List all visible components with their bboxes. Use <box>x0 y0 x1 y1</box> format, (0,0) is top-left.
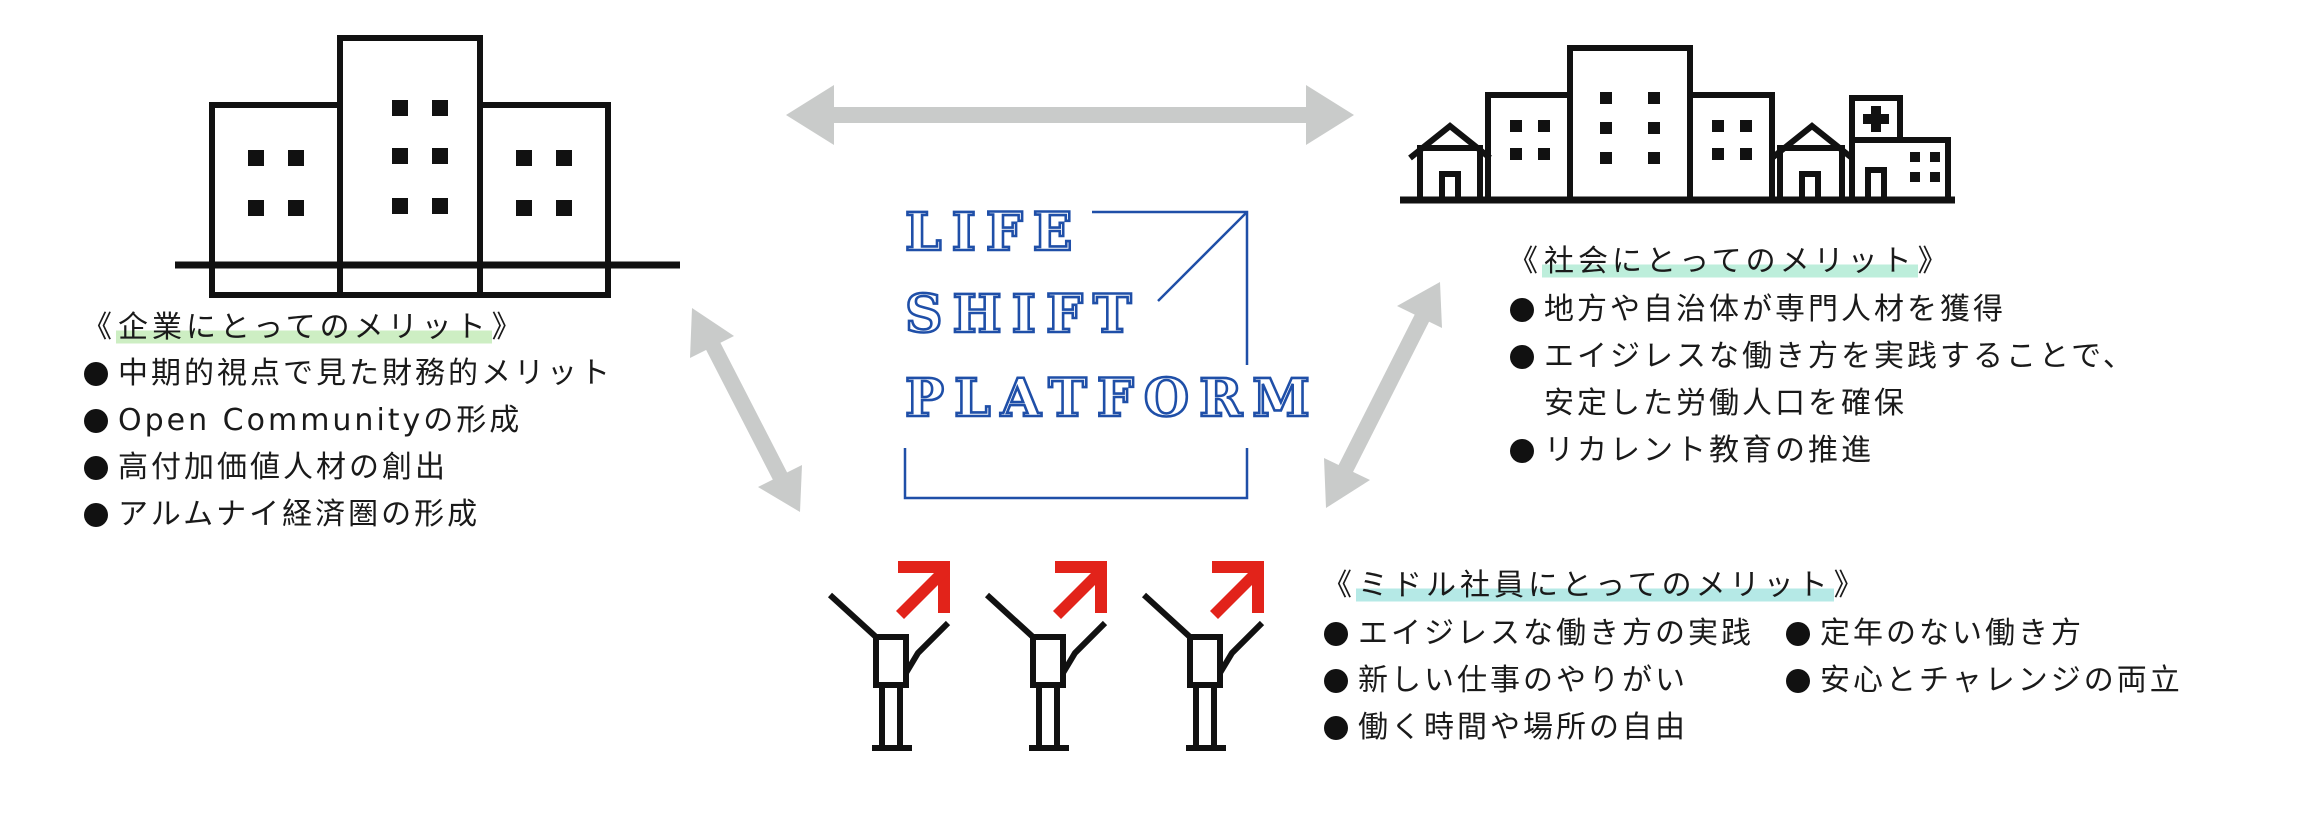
company-merits: 《企業にとってのメリット》 中期的視点で見た財務的メリット Open Commu… <box>82 306 613 538</box>
society-heading-text: 社会にとってのメリット <box>1542 244 1918 279</box>
employee-merit-list-left: エイジレスな働き方の実践 新しい仕事のやりがい 働く時間や場所の自由 <box>1322 610 1754 751</box>
arrow-company-employees <box>690 308 802 512</box>
heading-close-bracket: 》 <box>1917 244 1952 279</box>
logo-line-shift: SHIFT <box>905 284 1142 345</box>
employees-rising-arrow-icon <box>827 561 1265 751</box>
employee-merits: 《ミドル社員にとってのメリット》 エイジレスな働き方の実践 新しい仕事のやりがい… <box>1322 564 2183 751</box>
town-buildings-icon <box>1400 45 1955 204</box>
list-item: 中期的視点で見た財務的メリット <box>82 350 613 397</box>
list-item: アルムナイ経済圏の形成 <box>82 491 613 538</box>
list-item: エイジレスな働き方を実践することで、 <box>1508 333 2136 380</box>
list-item: 働く時間や場所の自由 <box>1322 704 1754 751</box>
arrow-company-society <box>786 85 1354 145</box>
list-item: エイジレスな働き方の実践 <box>1322 610 1754 657</box>
logo-line-platform: PLATFORM <box>905 368 1320 429</box>
employee-figure <box>827 561 951 751</box>
society-merit-list: 地方や自治体が専門人材を獲得 エイジレスな働き方を実践することで、 安定した労働… <box>1508 286 2136 474</box>
company-heading: 《企業にとってのメリット》 <box>82 306 613 350</box>
heading-open-bracket: 《 <box>1508 244 1542 279</box>
employee-heading-text: ミドル社員にとってのメリット <box>1356 568 1834 603</box>
list-item: 地方や自治体が専門人材を獲得 <box>1508 286 2136 333</box>
heading-open-bracket: 《 <box>1322 568 1356 603</box>
employee-figure <box>984 561 1108 751</box>
employee-figure <box>1141 561 1265 751</box>
list-item: 高付加価値人材の創出 <box>82 444 613 491</box>
list-item: リカレント教育の推進 <box>1508 427 2136 474</box>
society-merits: 《社会にとってのメリット》 地方や自治体が専門人材を獲得 エイジレスな働き方を実… <box>1508 240 2136 474</box>
heading-close-bracket: 》 <box>1833 568 1868 603</box>
society-heading: 《社会にとってのメリット》 <box>1508 240 2136 284</box>
heading-open-bracket: 《 <box>82 310 116 345</box>
employee-heading: 《ミドル社員にとってのメリット》 <box>1322 564 2183 608</box>
company-merit-list: 中期的視点で見た財務的メリット Open Communityの形成 高付加価値人… <box>82 350 613 538</box>
list-item: 定年のない働き方 <box>1784 610 2183 657</box>
heading-close-bracket: 》 <box>491 310 526 345</box>
logo-line-life: LIFE <box>905 202 1082 263</box>
employee-merit-list-right: 定年のない働き方 安心とチャレンジの両立 <box>1784 610 2183 751</box>
list-item: 安心とチャレンジの両立 <box>1784 657 2183 704</box>
list-item-continuation: 安定した労働人口を確保 <box>1544 386 1907 421</box>
arrow-society-employees <box>1324 282 1442 508</box>
company-heading-text: 企業にとってのメリット <box>116 310 492 345</box>
list-item: 新しい仕事のやりがい <box>1322 657 1754 704</box>
office-buildings-icon <box>175 35 680 298</box>
life-shift-platform-logo: LIFE SHIFT PLATFORM <box>904 201 1311 500</box>
list-item: Open Communityの形成 <box>82 397 613 444</box>
